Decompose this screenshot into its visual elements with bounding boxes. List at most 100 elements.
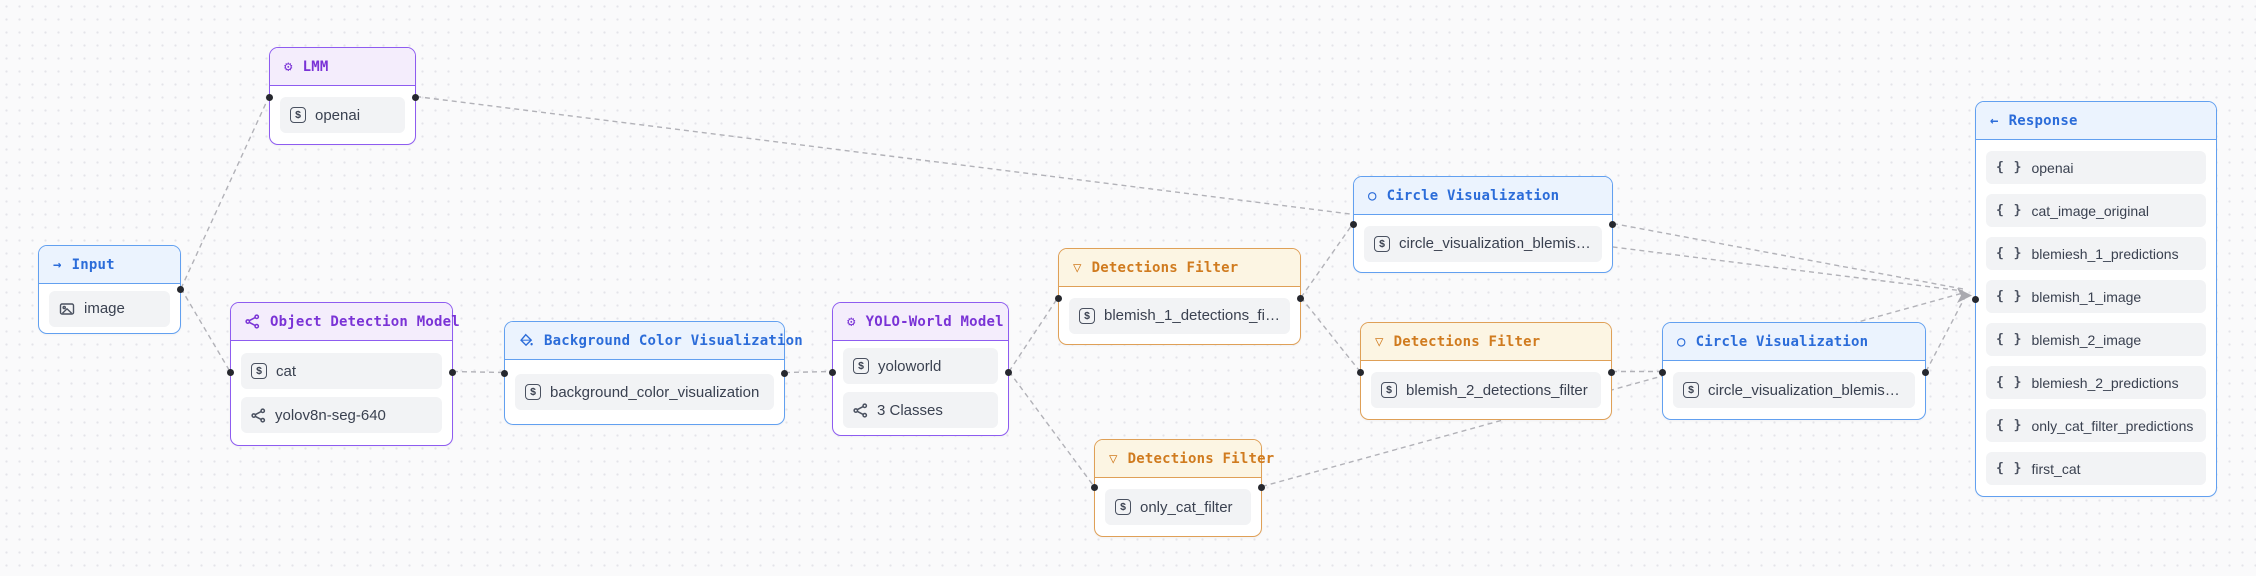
input-image-row[interactable]: image [49, 290, 170, 327]
network-icon [245, 314, 260, 329]
output-port[interactable] [781, 370, 788, 377]
f1-name-row[interactable]: $ blemish_1_detections_filter [1069, 297, 1290, 334]
node-title: Circle Visualization [1695, 333, 1869, 350]
response-output-row[interactable]: { } openai [1986, 151, 2206, 184]
row-label: openai [315, 106, 361, 124]
f2-name-row[interactable]: $ blemish_2_detections_filter [1371, 372, 1601, 408]
response-output-row[interactable]: { } first_cat [1986, 452, 2206, 485]
node-cv2-header[interactable]: ○ Circle Visualization [1663, 323, 1925, 361]
output-port[interactable] [1922, 369, 1929, 376]
edge-odm-bcv [452, 370, 505, 374]
braces-icon: { } [1996, 375, 2023, 390]
node-f1-header[interactable]: ▽ Detections Filter [1059, 249, 1300, 287]
edge-yolo-filter1 [1008, 297, 1059, 372]
gear-icon: ⚙ [847, 313, 856, 330]
response-output-row[interactable]: { } blemiesh_1_predictions [1986, 237, 2206, 270]
input-port[interactable] [1659, 369, 1666, 376]
yolo-name-row[interactable]: $ yoloworld [843, 348, 998, 384]
input-port[interactable] [501, 370, 508, 377]
string-param-icon: $ [1683, 382, 1699, 398]
node-input-header[interactable]: → Input [39, 246, 180, 284]
output-port[interactable] [449, 369, 456, 376]
string-param-icon: $ [251, 363, 267, 379]
node-yolo-header[interactable]: ⚙ YOLO-World Model [833, 303, 1008, 341]
node-title: Detections Filter [1127, 450, 1275, 467]
output-port[interactable] [1608, 369, 1615, 376]
bcv-name-row[interactable]: $ background_color_visualization [515, 374, 774, 410]
network-icon [251, 407, 266, 423]
string-param-icon: $ [1374, 235, 1390, 252]
row-label: blemish_1_detections_filter [1104, 307, 1280, 324]
output-port[interactable] [1258, 484, 1265, 491]
input-port[interactable] [1091, 484, 1098, 491]
string-param-icon: $ [1381, 382, 1397, 398]
output-port[interactable] [412, 94, 419, 101]
yolo-classes-row[interactable]: 3 Classes [843, 392, 998, 428]
input-port[interactable] [1350, 221, 1357, 228]
string-param-icon: $ [853, 358, 869, 374]
node-lmm[interactable]: ⚙ LMM $ openai [266, 47, 419, 145]
cv2-name-row[interactable]: $ circle_visualization_blemish_2 [1673, 372, 1915, 408]
node-title: YOLO-World Model [865, 313, 1004, 330]
response-output-row[interactable]: { } blemish_2_image [1986, 323, 2206, 356]
node-oc-header[interactable]: ▽ Detections Filter [1095, 440, 1274, 478]
edge-bcv-yolo [784, 370, 833, 374]
funnel-icon: ▽ [1073, 259, 1082, 276]
node-background-color-visualization[interactable]: Background Color Visualization $ backgro… [501, 321, 803, 425]
node-detections-filter-blemish-2[interactable]: ▽ Detections Filter $ blemish_2_detectio… [1357, 322, 1615, 420]
output-port[interactable] [1297, 295, 1304, 302]
node-cv1-header[interactable]: ○ Circle Visualization [1354, 177, 1612, 215]
arrowhead-response [1957, 288, 1972, 303]
node-response[interactable]: ← Response { } openai { } cat_image_orig… [1972, 101, 2217, 497]
braces-icon: { } [1996, 203, 2023, 218]
lmm-model-row[interactable]: $ openai [280, 97, 405, 133]
response-output-row[interactable]: { } blemish_1_image [1986, 280, 2206, 313]
circle-icon: ○ [1677, 333, 1686, 350]
node-odm-header[interactable]: Object Detection Model [231, 303, 460, 341]
response-output-row[interactable]: { } cat_image_original [1986, 194, 2206, 227]
node-bcv-header[interactable]: Background Color Visualization [505, 322, 803, 360]
node-title: Background Color Visualization [544, 332, 803, 349]
node-title: LMM [302, 58, 329, 75]
node-yolo-world-model[interactable]: ⚙ YOLO-World Model $ yoloworld 3 Classes [829, 302, 1012, 436]
oc-name-row[interactable]: $ only_cat_filter [1105, 489, 1251, 525]
input-port[interactable] [1055, 295, 1062, 302]
node-input[interactable]: → Input image [38, 245, 184, 334]
response-output-row[interactable]: { } only_cat_filter_predictions [1986, 409, 2206, 442]
gear-icon: ⚙ [284, 58, 293, 75]
string-param-icon: $ [1079, 307, 1095, 324]
input-port[interactable] [1972, 296, 1979, 303]
node-lmm-header[interactable]: ⚙ LMM [270, 48, 415, 86]
row-label: circle_visualization_blemish_2 [1708, 381, 1905, 399]
odm-model-row[interactable]: yolov8n-seg-640 [241, 397, 442, 433]
row-label: first_cat [2031, 460, 2081, 477]
row-label: only_cat_filter_predictions [2031, 417, 2194, 434]
row-label: openai [2031, 159, 2074, 176]
input-port[interactable] [227, 369, 234, 376]
response-output-row[interactable]: { } blemiesh_2_predictions [1986, 366, 2206, 399]
node-detections-filter-blemish-1[interactable]: ▽ Detections Filter $ blemish_1_detectio… [1055, 248, 1304, 345]
circle-icon: ○ [1368, 187, 1377, 204]
node-response-header[interactable]: ← Response [1976, 102, 2216, 140]
cv1-name-row[interactable]: $ circle_visualization_blemish_1 [1364, 225, 1602, 262]
node-title: Response [2008, 112, 2078, 129]
node-circle-visualization-blemish-2[interactable]: ○ Circle Visualization $ circle_visualiz… [1659, 322, 1929, 420]
output-port[interactable] [1609, 221, 1616, 228]
node-detections-filter-only-cat[interactable]: ▽ Detections Filter $ only_cat_filter [1091, 439, 1274, 537]
output-port[interactable] [1005, 369, 1012, 376]
node-circle-visualization-blemish-1[interactable]: ○ Circle Visualization $ circle_visualiz… [1350, 176, 1616, 273]
input-port[interactable] [266, 94, 273, 101]
output-port[interactable] [177, 286, 184, 293]
arrow-left-icon: ← [1990, 112, 1999, 129]
node-f2-header[interactable]: ▽ Detections Filter [1361, 323, 1611, 361]
node-title: Detections Filter [1091, 259, 1239, 276]
node-object-detection-model[interactable]: Object Detection Model $ cat yolov8n-seg… [227, 302, 460, 446]
edge-lmm-response [415, 95, 1964, 292]
edge-filter1-circleviz1 [1300, 223, 1354, 298]
odm-class-row[interactable]: $ cat [241, 353, 442, 389]
row-label: blemish_2_detections_filter [1406, 381, 1588, 399]
input-port[interactable] [1357, 369, 1364, 376]
input-port[interactable] [829, 369, 836, 376]
funnel-icon: ▽ [1375, 333, 1384, 350]
